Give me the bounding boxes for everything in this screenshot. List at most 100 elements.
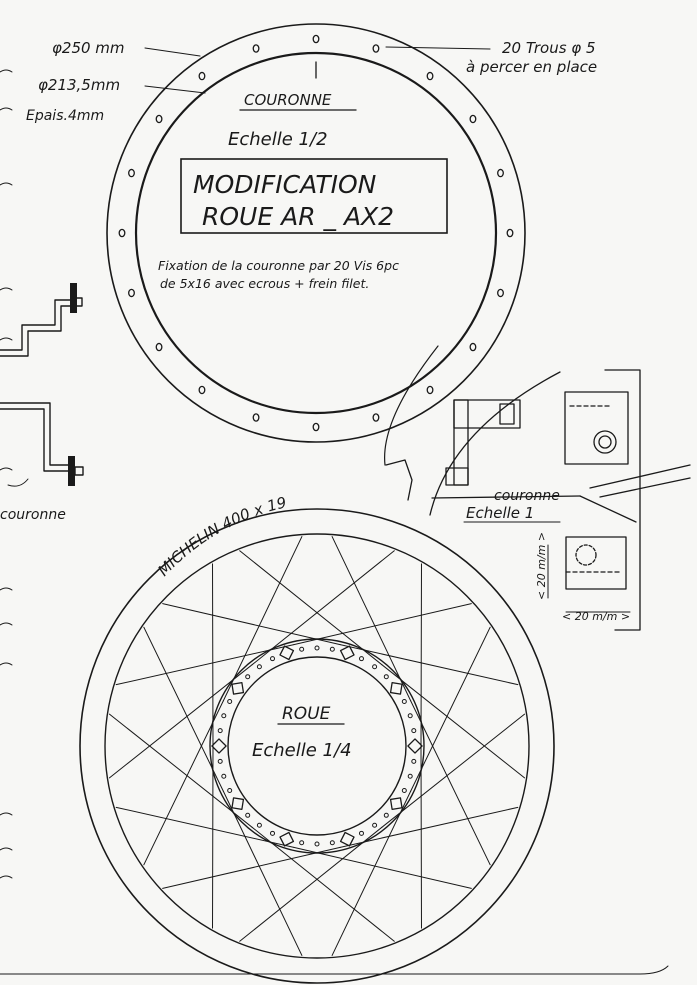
hub-hole <box>227 787 233 793</box>
spoke <box>410 700 491 866</box>
ring-hole <box>469 114 477 124</box>
hub-hole <box>314 841 320 847</box>
title-line-2: ROUE AR _ AX2 <box>202 202 394 231</box>
hub-hole <box>372 822 378 828</box>
hub-flange-inner <box>227 656 407 836</box>
hub-hole <box>217 728 223 734</box>
spoke-clip <box>231 797 245 810</box>
spoke <box>331 536 412 702</box>
ring-hole <box>252 413 260 422</box>
hub-hole <box>256 664 262 670</box>
spoke-clip <box>407 738 423 754</box>
spoke <box>162 846 341 889</box>
spoke-clip <box>389 682 403 695</box>
outer-diameter-label: φ250 mm <box>52 39 125 57</box>
spoke <box>222 790 303 956</box>
fixation-note-line-1: Fixation de la couronne par 20 Vis 6pc <box>158 258 399 273</box>
hub-hole <box>411 728 417 734</box>
ring-hole <box>312 34 320 44</box>
spoke-clip <box>211 738 227 754</box>
spoke <box>339 806 519 848</box>
spoke <box>251 826 395 942</box>
spoke <box>143 626 224 792</box>
spoke-clip <box>279 645 295 661</box>
hub-hole <box>221 713 227 719</box>
fixation-note-line-2: de 5x16 avec ecrous + frein filet. <box>160 276 369 291</box>
couronne-ring <box>106 23 526 443</box>
binder-hole-marks <box>0 69 13 879</box>
holes-drill-label: à percer en place <box>466 58 597 76</box>
dimension-horizontal: < 20 m/m > <box>562 610 630 623</box>
hub-hole <box>383 812 389 818</box>
hub-hole <box>407 773 413 779</box>
detail-scale: Echelle 1 <box>466 504 534 522</box>
ring-hole <box>372 413 380 422</box>
spoke <box>239 826 383 942</box>
spoke <box>331 790 412 956</box>
hub-holes <box>217 645 417 847</box>
ring-hole <box>128 168 135 178</box>
ring-hole <box>506 228 514 238</box>
tire-label-text: MICHELIN 400 x 19 <box>154 493 288 579</box>
ring-hole <box>426 385 434 395</box>
hub-hole <box>314 645 320 651</box>
ring-hole <box>497 288 504 298</box>
title-block <box>180 158 448 234</box>
hub-hole <box>401 699 407 705</box>
spoke <box>339 644 519 686</box>
hub-clips <box>211 645 423 847</box>
hub-hole <box>299 646 305 652</box>
spoke <box>251 550 395 666</box>
ring-hole <box>312 422 320 432</box>
hub-hole <box>329 840 335 846</box>
inner-diameter-label: φ213,5mm <box>38 76 120 94</box>
spoke <box>381 664 526 779</box>
spoke <box>293 603 472 646</box>
hub-hole <box>372 664 378 670</box>
spoke <box>239 550 383 666</box>
spoke <box>108 713 253 828</box>
spoke <box>108 664 253 779</box>
couronne-title: COURONNE <box>244 91 332 109</box>
title-line-1: MODIFICATION <box>193 170 377 199</box>
spoke <box>115 644 295 686</box>
rim-inner <box>104 533 530 959</box>
ring-holes <box>118 34 514 432</box>
ring-hole <box>426 71 434 81</box>
ring-hole <box>497 168 504 178</box>
spokes <box>108 536 526 956</box>
tire-outer <box>79 508 555 984</box>
hub-flange-outer <box>209 638 425 854</box>
hub-hole <box>221 773 227 779</box>
hub-hole <box>383 674 389 680</box>
wheel-title: ROUE <box>282 704 331 724</box>
hub-hole <box>407 713 413 719</box>
ring-hole <box>372 44 380 53</box>
spoke <box>143 700 224 866</box>
page-bottom-border <box>0 965 669 975</box>
hub-hole <box>401 787 407 793</box>
holes-count-label: 20 Trous φ 5 <box>502 39 596 57</box>
thickness-label: Epais.4mm <box>26 108 104 124</box>
right-section-detail <box>384 345 691 631</box>
leader-lines <box>144 46 491 94</box>
hub-hole <box>227 699 233 705</box>
hub-hole <box>358 830 364 836</box>
ring-hole <box>198 71 206 81</box>
ring-hole <box>128 288 135 298</box>
spoke <box>115 806 295 848</box>
hub-hole <box>217 758 223 764</box>
hub-hole <box>329 646 335 652</box>
spoke <box>410 626 491 792</box>
couronne-scale: Echelle 1/2 <box>228 129 328 150</box>
spoke-clip <box>339 831 355 847</box>
hub-hole <box>245 674 251 680</box>
ring-hole <box>155 342 163 352</box>
dimension-vertical: < 20 m/m > <box>535 532 548 600</box>
hub-hole <box>256 822 262 828</box>
hub-hole <box>270 830 276 836</box>
spoke <box>162 603 341 646</box>
hub-hole <box>245 812 251 818</box>
left-couronne-label: couronne <box>0 507 66 523</box>
